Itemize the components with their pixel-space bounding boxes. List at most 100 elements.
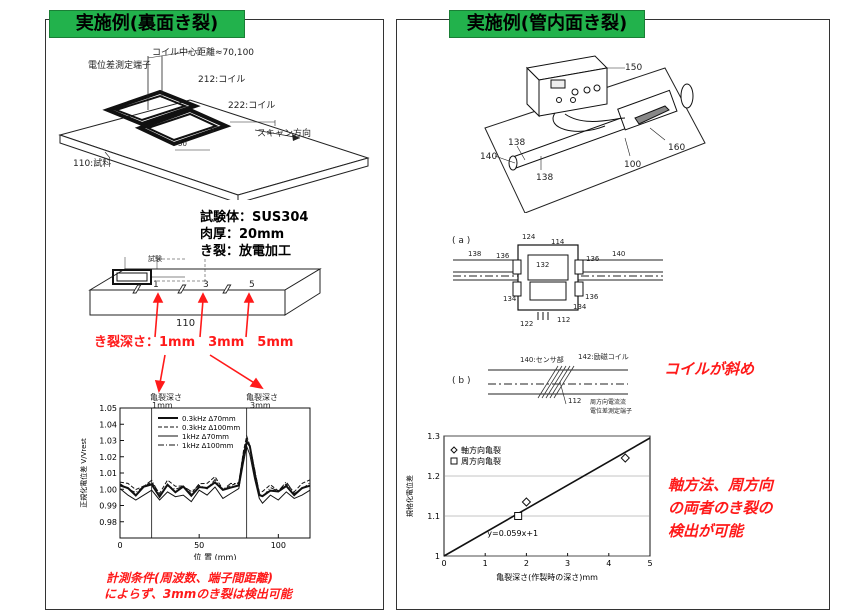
fit-label: y=0.059x+1 — [487, 529, 538, 538]
label-a-132: 132 — [536, 261, 550, 269]
label-crack-5: 5 — [249, 280, 255, 290]
coil-222 — [134, 107, 232, 147]
label-a-138: 138 — [468, 250, 482, 258]
legend-label-2: 0.3kHz Δ100mm — [182, 424, 240, 432]
y-tick-label: 0.99 — [99, 502, 117, 511]
label-138-a: 138 — [508, 138, 526, 148]
y-tick-label: 1.03 — [99, 437, 117, 446]
x-tick-label: 50 — [194, 541, 204, 550]
y-tick-label: 1.05 — [99, 404, 117, 413]
label-coil-center: コイル中心距離≈70,100 — [152, 48, 255, 58]
x-tick-label: 2 — [524, 559, 529, 568]
series-line-3 — [119, 444, 311, 504]
x-axis-label: 亀裂深さ(作製時の深さ)mm — [496, 572, 598, 582]
y-tick-label: 1.3 — [427, 432, 440, 441]
note-coil-inclined: コイルが斜め — [664, 360, 755, 378]
controller-box — [525, 55, 609, 118]
point-axial-1 — [521, 497, 532, 507]
section-a-tag: ( a ) — [452, 236, 471, 246]
coil-212 — [102, 89, 201, 127]
footer-line-2: によらず、3mmのき裂は検出可能 — [104, 587, 292, 601]
y-tick-label: 1.1 — [427, 512, 440, 521]
x-tick-label: 5 — [647, 559, 652, 568]
label-dim-5: 5 — [210, 126, 215, 134]
legend-label-2: 周方向亀裂 — [461, 456, 501, 466]
specimen-diagram — [88, 257, 322, 316]
spec-crack: き裂：放電加工 — [200, 244, 292, 259]
label-voltage-terminal: 電位差測定端子 — [88, 61, 152, 71]
label-140-photo: 140 — [480, 152, 498, 162]
legend-marker-2 — [450, 457, 458, 465]
spec-thickness: 肉厚：20mm — [200, 227, 285, 242]
label-b-112: 112 — [568, 397, 582, 405]
section-b-drawing — [488, 365, 628, 405]
x-tick-label: 3 — [565, 559, 570, 568]
crack-5mm — [222, 284, 232, 294]
crack-3mm — [177, 284, 187, 294]
label-specimen-110: 110 — [176, 318, 196, 329]
label-b-140: 140:センサ部 — [520, 356, 564, 364]
label-a-122: 122 — [520, 320, 534, 328]
label-a-134-b: 134 — [573, 303, 587, 311]
label-a-136-b: 136 — [586, 255, 600, 263]
label-scan: スキャン方向 — [257, 129, 312, 139]
label-dim-50: 50 — [178, 140, 187, 148]
point-circ-1 — [514, 512, 523, 520]
label-a-136-c: 136 — [585, 293, 599, 301]
label-a-140: 140 — [612, 250, 626, 258]
note-detect-1: 軸方法、周方向 — [668, 476, 774, 494]
probe — [112, 269, 185, 285]
x-tick-label: 0 — [117, 541, 122, 550]
marker-label-3mm-line2: 3mm — [250, 401, 271, 410]
y-axis-label: 規格化電位差 — [405, 475, 414, 517]
label-a-124: 124 — [522, 233, 536, 241]
label-a-136-a: 136 — [496, 252, 510, 260]
marker-label-3mm-line1: 亀裂深さ — [246, 393, 278, 402]
label-a-114: 114 — [551, 238, 565, 246]
label-coil-212: 212:コイル — [198, 75, 246, 85]
point-axial-2 — [620, 453, 630, 463]
marker-label-1mm-line1: 亀裂深さ — [150, 393, 182, 402]
x-tick-label: 100 — [271, 541, 286, 550]
label-probe: 試験 — [148, 255, 162, 263]
label-crack-1: 1 — [153, 280, 159, 290]
label-160: 160 — [668, 143, 686, 153]
note-detect-2: の両者のき裂の — [668, 499, 773, 517]
legend-label-1: 0.3kHz Δ70mm — [182, 415, 236, 423]
y-tick-label: 0.98 — [99, 518, 117, 527]
inclined-coil — [537, 365, 575, 399]
apparatus-drawing — [484, 55, 706, 213]
series-line-4 — [119, 437, 311, 498]
y-tick-label: 1.00 — [99, 485, 117, 494]
crack-depth-label: き裂深さ：1mm 3mm 5mm — [94, 335, 294, 350]
x-axis-label: 位 置 (mm) — [194, 552, 237, 560]
y-tick-label: 1.02 — [99, 453, 117, 462]
series-line-1 — [119, 439, 311, 499]
marker-label-1mm-line2: 1mm — [152, 401, 173, 410]
left-title: 実施例(裏面き裂) — [49, 10, 245, 38]
label-sample-110: 110:試料 — [73, 159, 112, 169]
pipe — [508, 83, 694, 171]
coil-diagram — [58, 49, 370, 200]
sample-plate — [58, 99, 370, 196]
y-axis-label: 正規化電位差 V/Vrest — [79, 438, 88, 508]
label-b-terminal-2: 周方向電流流 — [590, 399, 627, 406]
right-title: 実施例(管内面き裂) — [449, 10, 645, 38]
label-b-142: 142:励磁コイル — [578, 353, 629, 361]
y-tick-label: 1.2 — [427, 472, 440, 481]
label-150: 150 — [625, 63, 643, 73]
y-tick-label: 1.04 — [99, 420, 117, 429]
legend-marker-1 — [450, 446, 458, 454]
crack-1mm — [132, 284, 142, 294]
label-coil-222: 222:コイル — [228, 101, 276, 111]
section-b-tag: ( b ) — [452, 376, 471, 386]
label-a-134-a: 134 — [503, 295, 517, 303]
legend-label-3: 1kHz Δ70mm — [182, 433, 229, 441]
legend-label-1: 軸方向亀裂 — [461, 445, 501, 455]
y-tick-label: 1 — [435, 552, 440, 561]
x-tick-label: 0 — [441, 559, 446, 568]
label-crack-3: 3 — [203, 280, 209, 290]
footer-line-1: 計測条件(周波数、端子間距離) — [106, 571, 273, 585]
